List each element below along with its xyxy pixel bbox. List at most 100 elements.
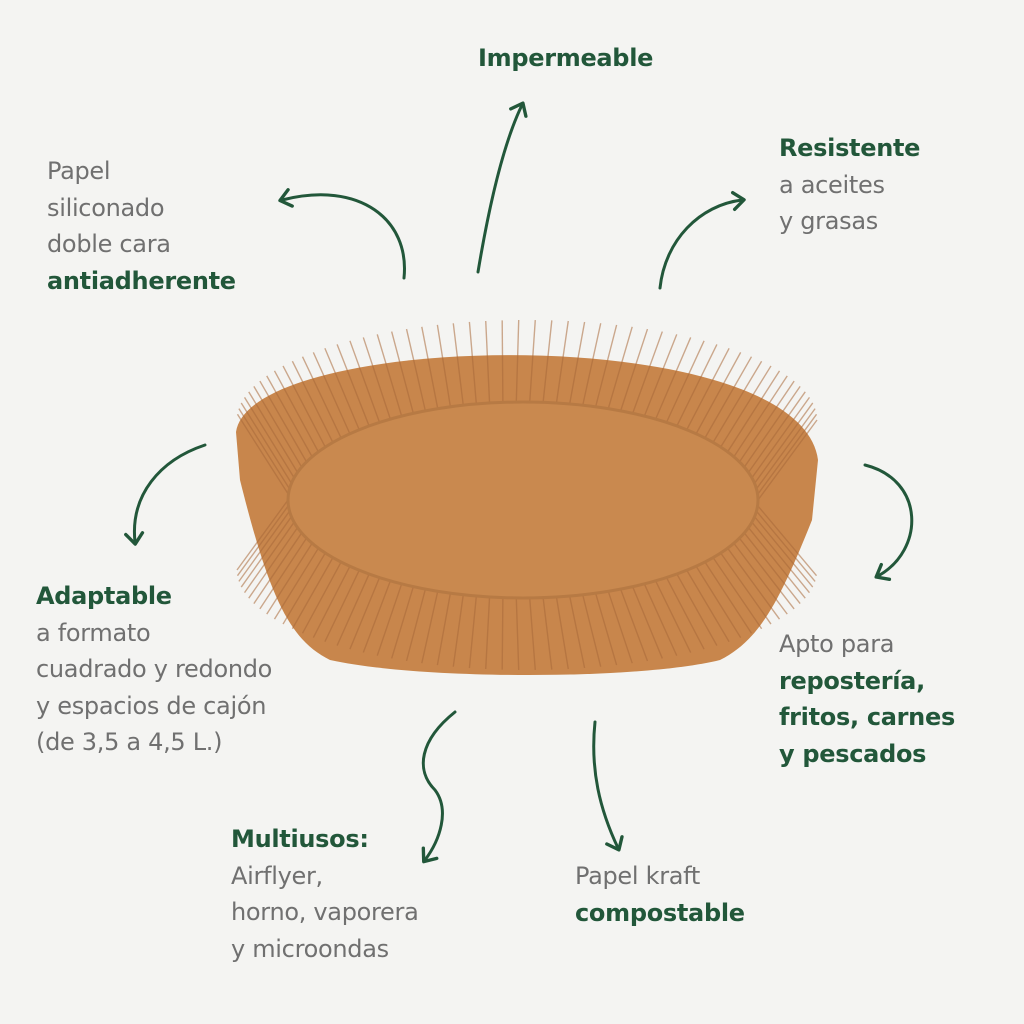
pleat-line [733,542,788,615]
arrow-icon [421,710,457,864]
pleat-line [336,344,370,427]
pleat-line [665,577,705,650]
pleat-line [738,537,795,610]
pleat-line [720,365,772,448]
pleat-line [676,344,718,427]
pleat-line [695,352,742,435]
pleat-line [632,586,663,659]
pleat-line [238,408,291,490]
pleat-line [643,583,678,656]
feature-title: repostería, [779,666,925,695]
pleat-line [665,340,705,423]
pleat-line [727,370,781,453]
pleat-line [757,505,818,577]
pleat-line [594,324,618,407]
pleat-line [452,323,464,406]
feature-title: antiadherente [47,266,236,295]
pleat-line [655,337,692,420]
feature-title: Adaptable [36,582,172,610]
feature-text: (de 3,5 a 4,5 L.) [36,728,223,756]
feature-text: horno, vaporera [231,898,419,926]
pleat-line [515,597,520,670]
pleat-line [743,385,801,468]
pleat-line [362,580,392,653]
pleat-line [421,591,439,664]
feature-text: Papel kraft [575,862,701,890]
pleat-line [619,588,649,662]
pleat-line [248,527,299,599]
pleat-line [236,499,289,571]
pleat-line [349,340,381,423]
feature-antiadherente: Papel siliconado doble cara antiadherent… [47,153,236,299]
arrow-icon [124,443,207,546]
pleat-line [405,328,427,412]
feature-text: Airflyer, [231,861,323,890]
feature-resistente: Resistente a aceites y grasas [779,130,920,240]
arrow-icon [278,188,406,280]
pleat-line [720,552,772,625]
pleat-line [238,510,291,582]
pleat-line [755,510,816,582]
pleat-line [712,360,763,443]
pleat-line [236,413,289,495]
pleat-line [555,596,569,670]
pleat-line [607,326,633,409]
pleat-line [755,408,816,490]
feature-multiusos: Multiusos: Airflyer, horno, vaporera y m… [231,821,419,967]
feature-impermeable: Impermeable [478,40,653,77]
feature-text: y microondas [231,934,389,963]
pleat-line [436,324,452,407]
pleat-line [273,547,319,620]
pleat-line [655,580,692,653]
pleat-line [704,356,753,439]
feature-title: fritos, carnes [779,703,955,731]
arrow-icon [863,463,914,581]
pleat-line [253,532,303,604]
pleat-line [712,557,763,630]
feature-title: Impermeable [478,44,654,72]
pleat-line [336,573,370,646]
pleat-line [376,583,403,656]
pleat-line [324,348,360,430]
pleat-line [390,331,415,414]
pleat-line [259,537,308,610]
pleat-line [529,597,536,671]
pleat-line [485,320,491,404]
pleat-line [757,419,818,501]
pleat-line [695,565,742,638]
feature-compostable: Papel kraft compostable [575,858,745,931]
pleat-line [738,380,795,463]
pleat-line [643,334,678,417]
feature-title: Resistente [779,134,921,162]
feature-text: y espacios de cajón [36,691,267,720]
pleat-line [282,552,326,625]
pleat-line [747,527,806,599]
pleat-line [542,597,553,670]
pleat-line [240,402,293,484]
feature-adaptable: Adaptable a formato cuadrado y redondo y… [36,578,272,761]
pleat-line [452,594,464,667]
pleat-line [733,375,788,458]
arrow-icon [476,101,528,274]
pleat-line [727,547,781,620]
feature-title: compostable [575,898,745,927]
feature-apto: Apto para repostería, fritos, carnes y p… [779,626,955,772]
pleat-line [390,586,415,659]
pleat-line [594,593,618,666]
feature-title: Multiusos: [231,825,369,853]
pleat-line [751,396,811,479]
pleat-line [619,328,649,412]
pleat-line [266,542,313,615]
pleat-line [753,402,814,484]
pleat-line [686,347,730,431]
pleat-line [436,593,452,666]
pleat-line [324,569,360,643]
pleat-line [501,320,504,403]
pleat-line [568,321,586,405]
arrow-icon [658,190,746,290]
pleat-line [751,521,811,594]
pleat-line [515,320,520,403]
pleat-line [757,413,818,495]
pleat-line [582,594,602,667]
pleat-line [754,516,814,588]
